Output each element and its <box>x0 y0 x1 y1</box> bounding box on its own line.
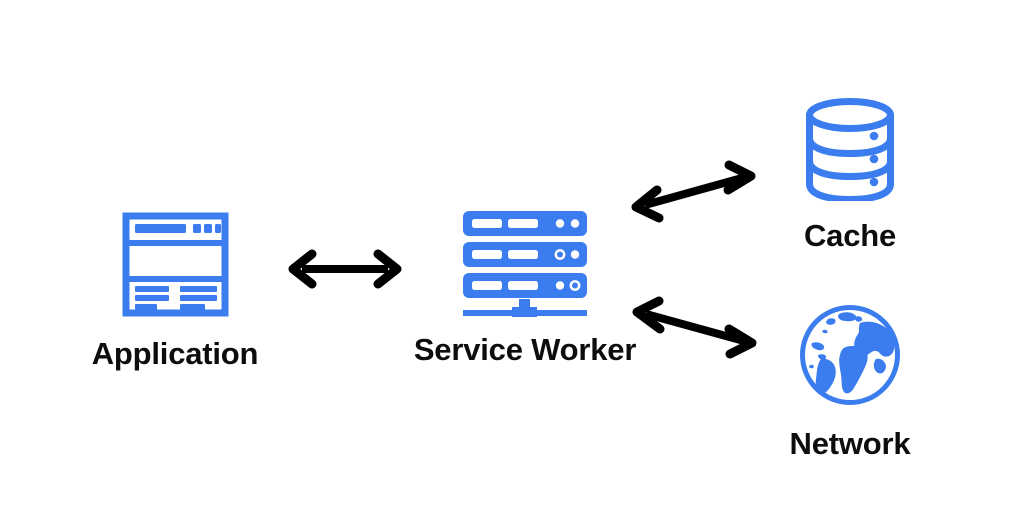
node-application-label: Application <box>91 336 259 371</box>
browser-window-icon <box>122 212 229 322</box>
arrow-service-worker-network[interactable] <box>632 296 757 359</box>
database-cylinder-icon <box>804 98 896 206</box>
node-network-label: Network <box>789 426 911 461</box>
node-cache-label: Cache <box>803 218 897 253</box>
node-service-worker[interactable]: Service Worker <box>400 209 650 365</box>
arrow-service-worker-cache[interactable] <box>631 160 756 223</box>
node-application[interactable]: Application <box>70 212 280 369</box>
node-cache[interactable]: Cache <box>760 98 940 251</box>
globe-icon <box>798 303 902 412</box>
arrow-application-service-worker[interactable] <box>288 249 402 289</box>
server-rack-icon <box>461 209 589 322</box>
node-service-worker-label: Service Worker <box>413 332 637 367</box>
node-network[interactable]: Network <box>755 303 945 459</box>
